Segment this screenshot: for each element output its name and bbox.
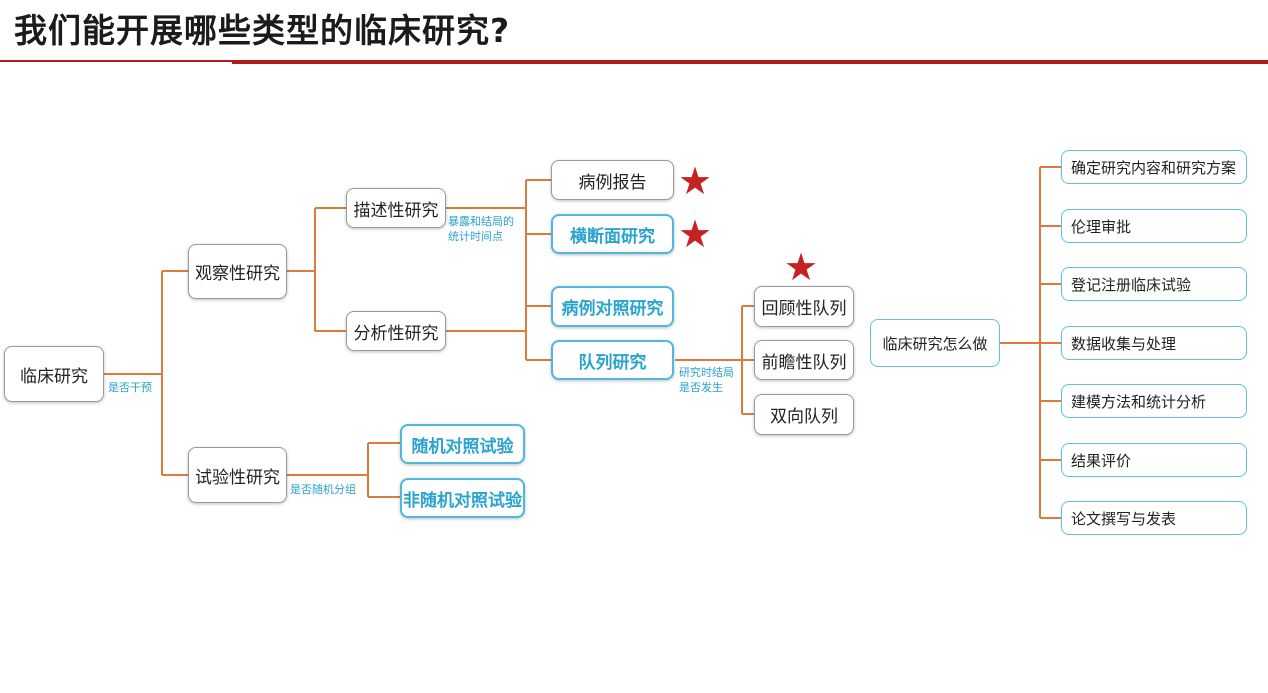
edge-analytical bbox=[446, 234, 551, 361]
step-data-collection: 数据收集与处理 bbox=[1061, 326, 1247, 360]
step-research-design: 确定研究内容和研究方案 bbox=[1061, 150, 1247, 184]
node-non-randomized-controlled-trial: 非随机对照试验 bbox=[400, 478, 525, 518]
node-observational-study: 观察性研究 bbox=[188, 244, 287, 299]
edge-label-exposure-timing: 暴露和结局的统计时间点 bbox=[448, 215, 514, 243]
star-icon: ★ bbox=[678, 212, 713, 256]
edge-experimental bbox=[287, 442, 400, 498]
edge-label-randomization: 是否随机分组 bbox=[290, 483, 356, 496]
node-clinical-research: 临床研究 bbox=[4, 346, 104, 402]
step-result-evaluation: 结果评价 bbox=[1061, 443, 1247, 477]
node-cohort-study: 队列研究 bbox=[551, 340, 674, 380]
star-icon: ★ bbox=[678, 159, 713, 203]
node-analytical-study: 分析性研究 bbox=[346, 311, 446, 351]
node-bidirectional-cohort: 双向队列 bbox=[754, 394, 854, 435]
edge-observational bbox=[287, 207, 346, 332]
star-icon: ★ bbox=[784, 245, 819, 289]
node-experimental-study: 试验性研究 bbox=[188, 447, 287, 503]
edge-label-outcome-timing: 研究时结局是否发生 bbox=[679, 366, 734, 394]
edge-howto bbox=[1000, 166, 1061, 519]
edge-cohort bbox=[675, 305, 754, 415]
node-case-control-study: 病例对照研究 bbox=[551, 286, 674, 327]
node-cross-sectional-study: 横断面研究 bbox=[551, 214, 674, 254]
node-randomized-controlled-trial: 随机对照试验 bbox=[400, 424, 525, 464]
step-paper-writing: 论文撰写与发表 bbox=[1061, 501, 1247, 535]
edge-descriptive bbox=[446, 179, 551, 235]
node-case-report: 病例报告 bbox=[551, 160, 674, 200]
node-descriptive-study: 描述性研究 bbox=[346, 188, 446, 228]
title-underline-accent bbox=[232, 60, 1268, 64]
edge-label-intervention: 是否干预 bbox=[108, 381, 152, 394]
step-trial-registration: 登记注册临床试验 bbox=[1061, 267, 1247, 301]
edge-root-to-branches bbox=[104, 270, 188, 476]
node-prospective-cohort: 前瞻性队列 bbox=[754, 340, 854, 380]
step-modeling-statistics: 建模方法和统计分析 bbox=[1061, 384, 1247, 418]
node-retrospective-cohort: 回顾性队列 bbox=[754, 286, 854, 327]
node-how-to-do-research: 临床研究怎么做 bbox=[870, 319, 1000, 367]
step-ethics-approval: 伦理审批 bbox=[1061, 209, 1247, 243]
page-title: 我们能开展哪些类型的临床研究? bbox=[14, 11, 511, 50]
